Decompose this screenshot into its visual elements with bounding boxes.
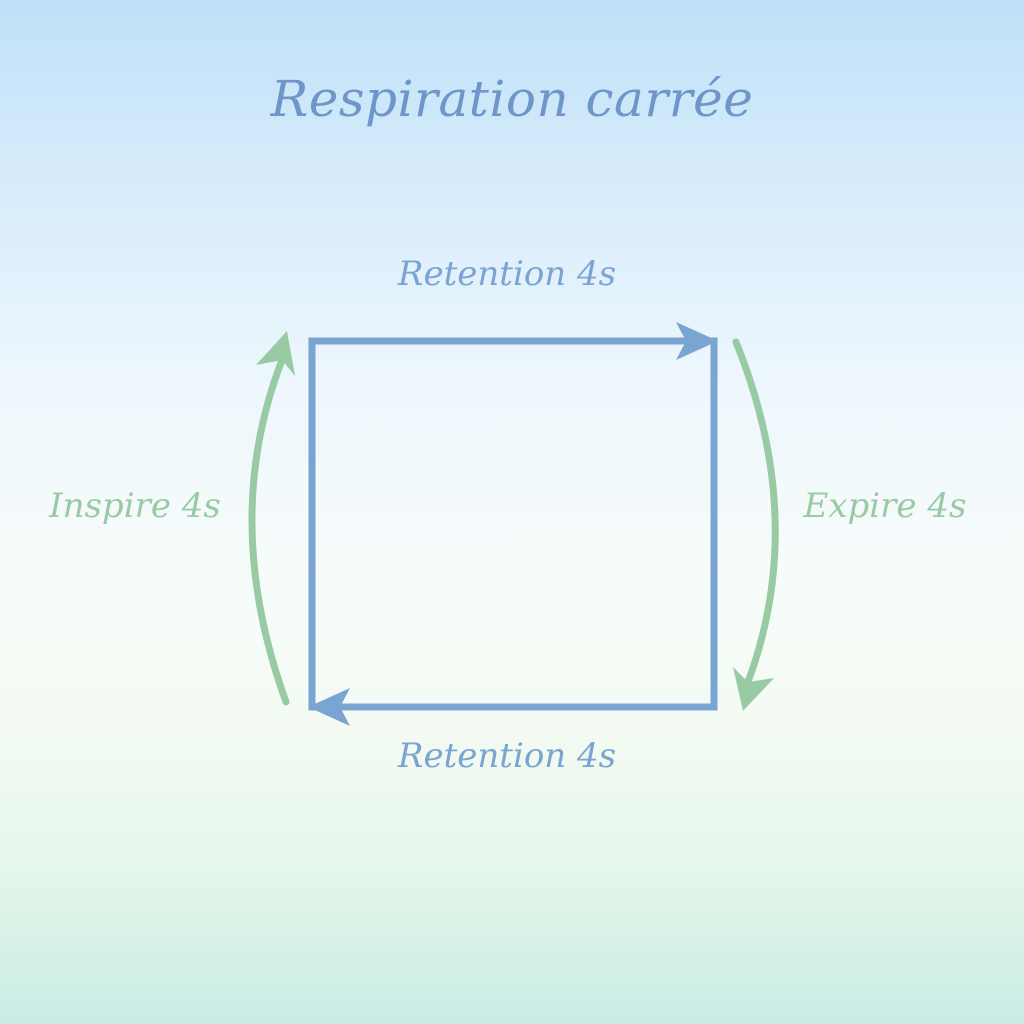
phase-label-expire: Expire 4s	[803, 486, 967, 526]
phase-label-top-retention: Retention 4s	[397, 254, 617, 294]
arrow-right-icon	[676, 322, 718, 360]
arrow-down-curved-icon	[732, 338, 779, 711]
page-title: Respiration carrée	[270, 70, 754, 128]
phase-label-bottom-retention: Retention 4s	[397, 736, 617, 776]
arrow-up-curved-icon	[248, 331, 295, 706]
phase-label-inspire: Inspire 4s	[49, 486, 221, 526]
breathing-square	[308, 337, 718, 711]
arrow-left-icon	[308, 688, 350, 726]
